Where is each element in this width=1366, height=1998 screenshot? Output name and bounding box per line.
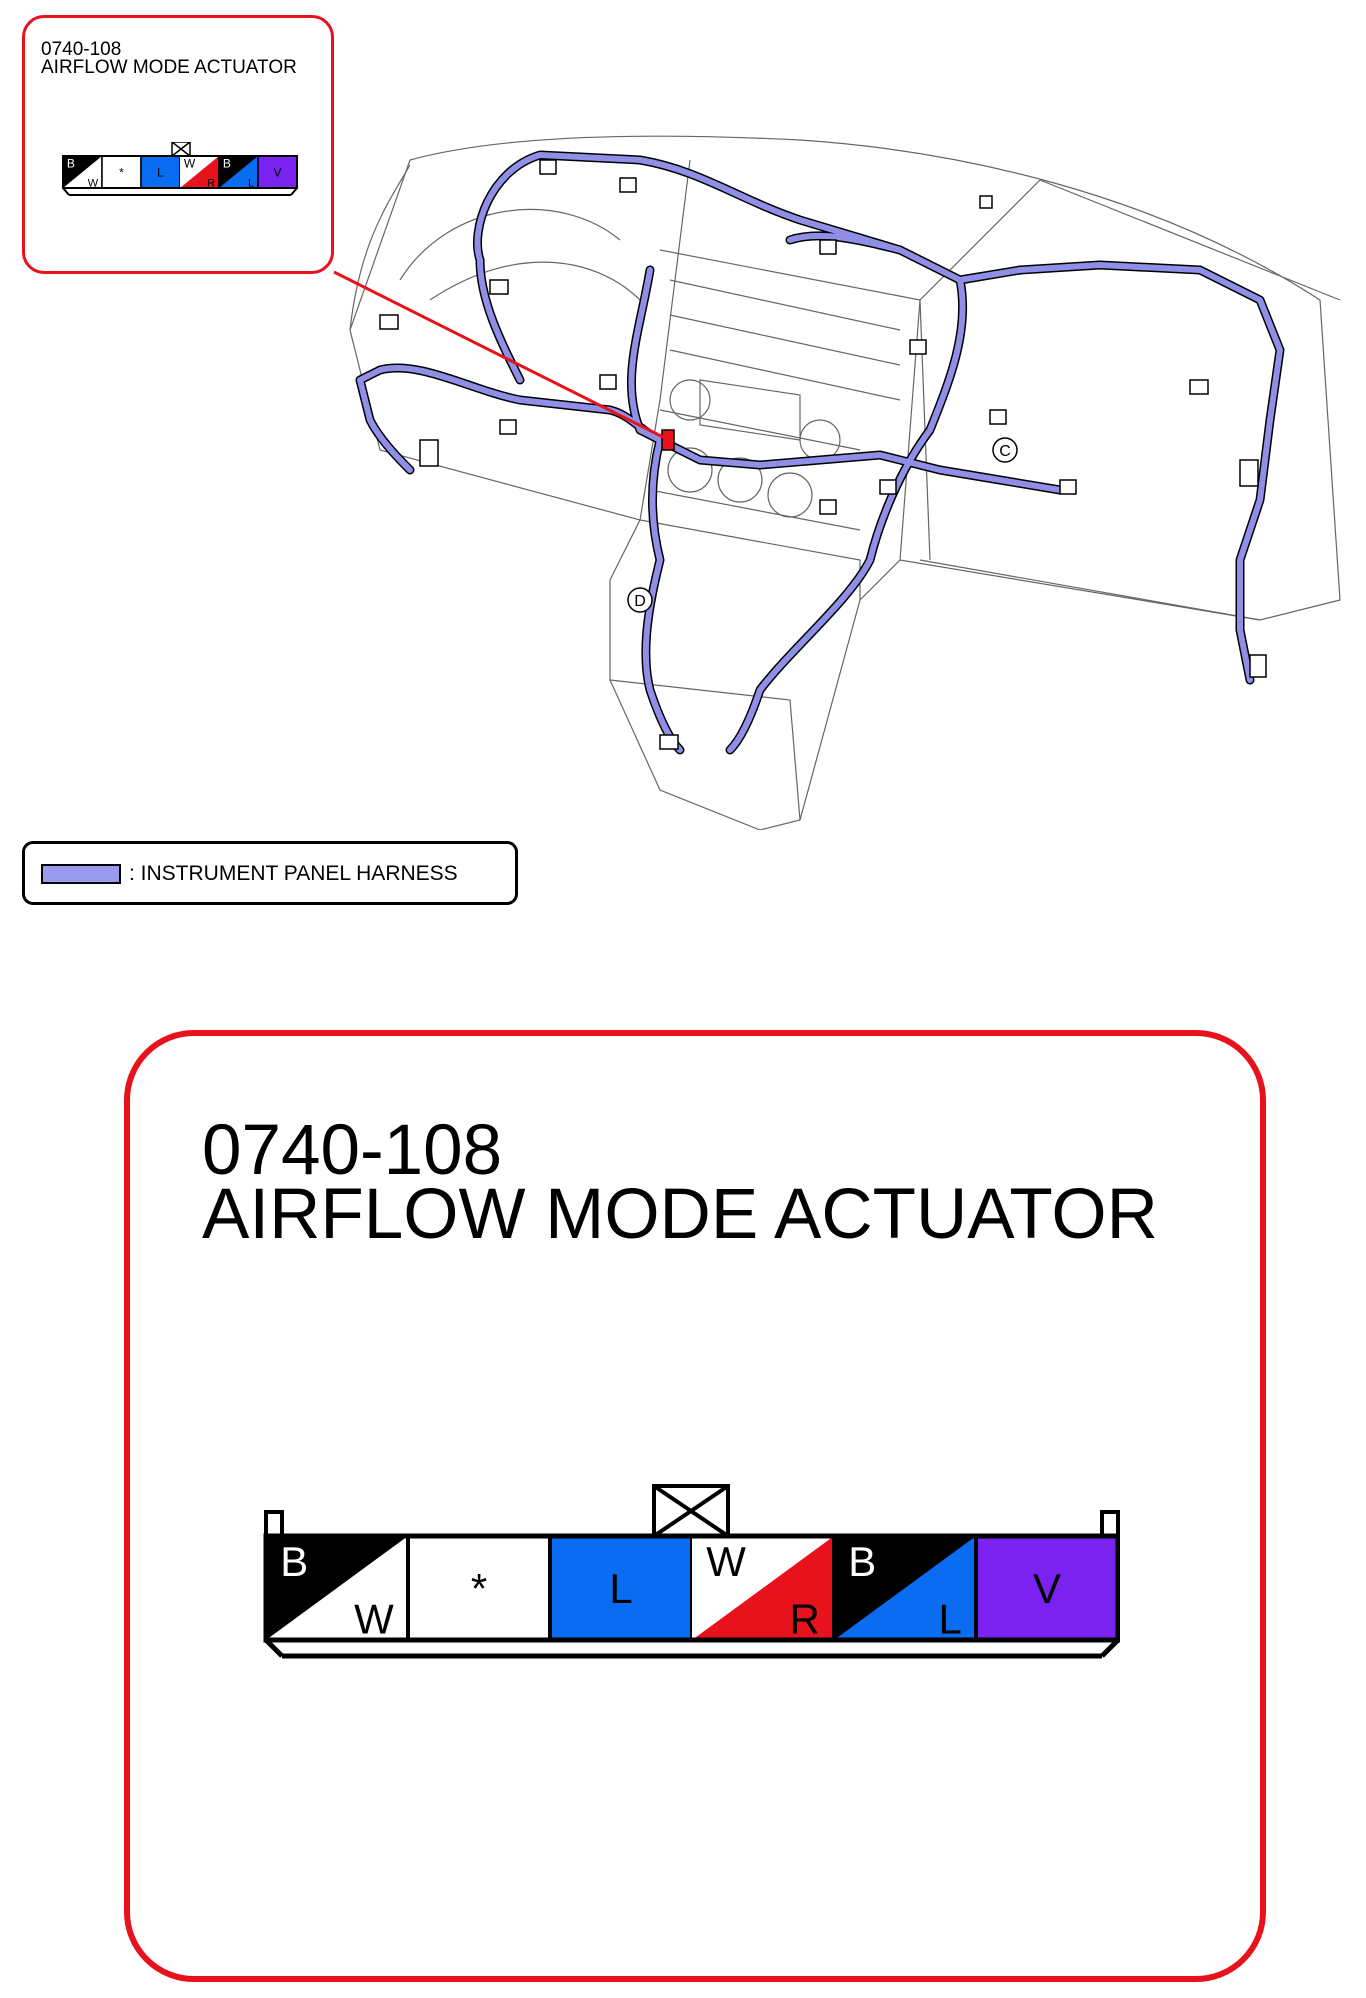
- small-pin-3: L: [140, 155, 181, 189]
- legend-label: : INSTRUMENT PANEL HARNESS: [129, 862, 458, 885]
- small-pin-1-bottom-label: W: [88, 177, 99, 189]
- connector-code: 0740-108: [202, 1111, 503, 1190]
- large-pin-3-top-label: L: [609, 1565, 632, 1612]
- small-pin-4-bottom-label: R: [207, 177, 215, 189]
- large-pin-1: BW: [264, 1534, 410, 1643]
- large-pin-4: WR: [690, 1534, 836, 1643]
- large-pin-5: BL: [832, 1534, 978, 1643]
- marker-d: D: [634, 593, 646, 610]
- airflow-actuator-location: [661, 429, 675, 451]
- large-pin-5-top-label: B: [848, 1538, 876, 1585]
- legend: : INSTRUMENT PANEL HARNESS: [22, 841, 518, 905]
- small-pin-5-bottom-label: L: [248, 177, 254, 189]
- large-pin-3: L: [548, 1534, 694, 1642]
- small-pin-5: BL: [218, 155, 259, 189]
- connector-name: AIRFLOW MODE ACTUATOR: [202, 1175, 1158, 1254]
- small-pin-1-top-label: B: [67, 156, 75, 170]
- large-pin-5-bottom-label: L: [938, 1596, 961, 1643]
- small-pin-1: BW: [62, 155, 103, 189]
- small-pin-6-top-label: V: [273, 165, 281, 179]
- large-pin-6: V: [974, 1534, 1120, 1642]
- small-pin-2-top-label: *: [119, 165, 124, 179]
- marker-c: C: [999, 443, 1011, 460]
- large-pin-4-bottom-label: R: [789, 1596, 819, 1643]
- small-pin-3-top-label: L: [157, 165, 164, 179]
- large-pin-1-top-label: B: [280, 1538, 308, 1585]
- connector-name-small: AIRFLOW MODE ACTUATOR: [41, 57, 297, 78]
- large-pin-2: *: [406, 1534, 552, 1642]
- small-pin-4: WR: [179, 155, 220, 189]
- dashboard-harness-illustration: C D: [333, 135, 1341, 830]
- large-pin-4-top-label: W: [706, 1538, 746, 1585]
- small-pin-2: *: [101, 155, 142, 189]
- small-pin-4-top-label: W: [184, 156, 196, 170]
- large-pin-6-top-label: V: [1033, 1565, 1061, 1612]
- connector-code-small: 0740-108: [41, 39, 122, 60]
- large-pin-1-bottom-label: W: [354, 1596, 394, 1643]
- callout-leader-line: [333, 270, 666, 440]
- small-pin-5-top-label: B: [223, 156, 231, 170]
- large-pin-2-top-label: *: [471, 1565, 487, 1612]
- legend-swatch: [41, 864, 121, 884]
- small-pin-6: V: [257, 155, 298, 189]
